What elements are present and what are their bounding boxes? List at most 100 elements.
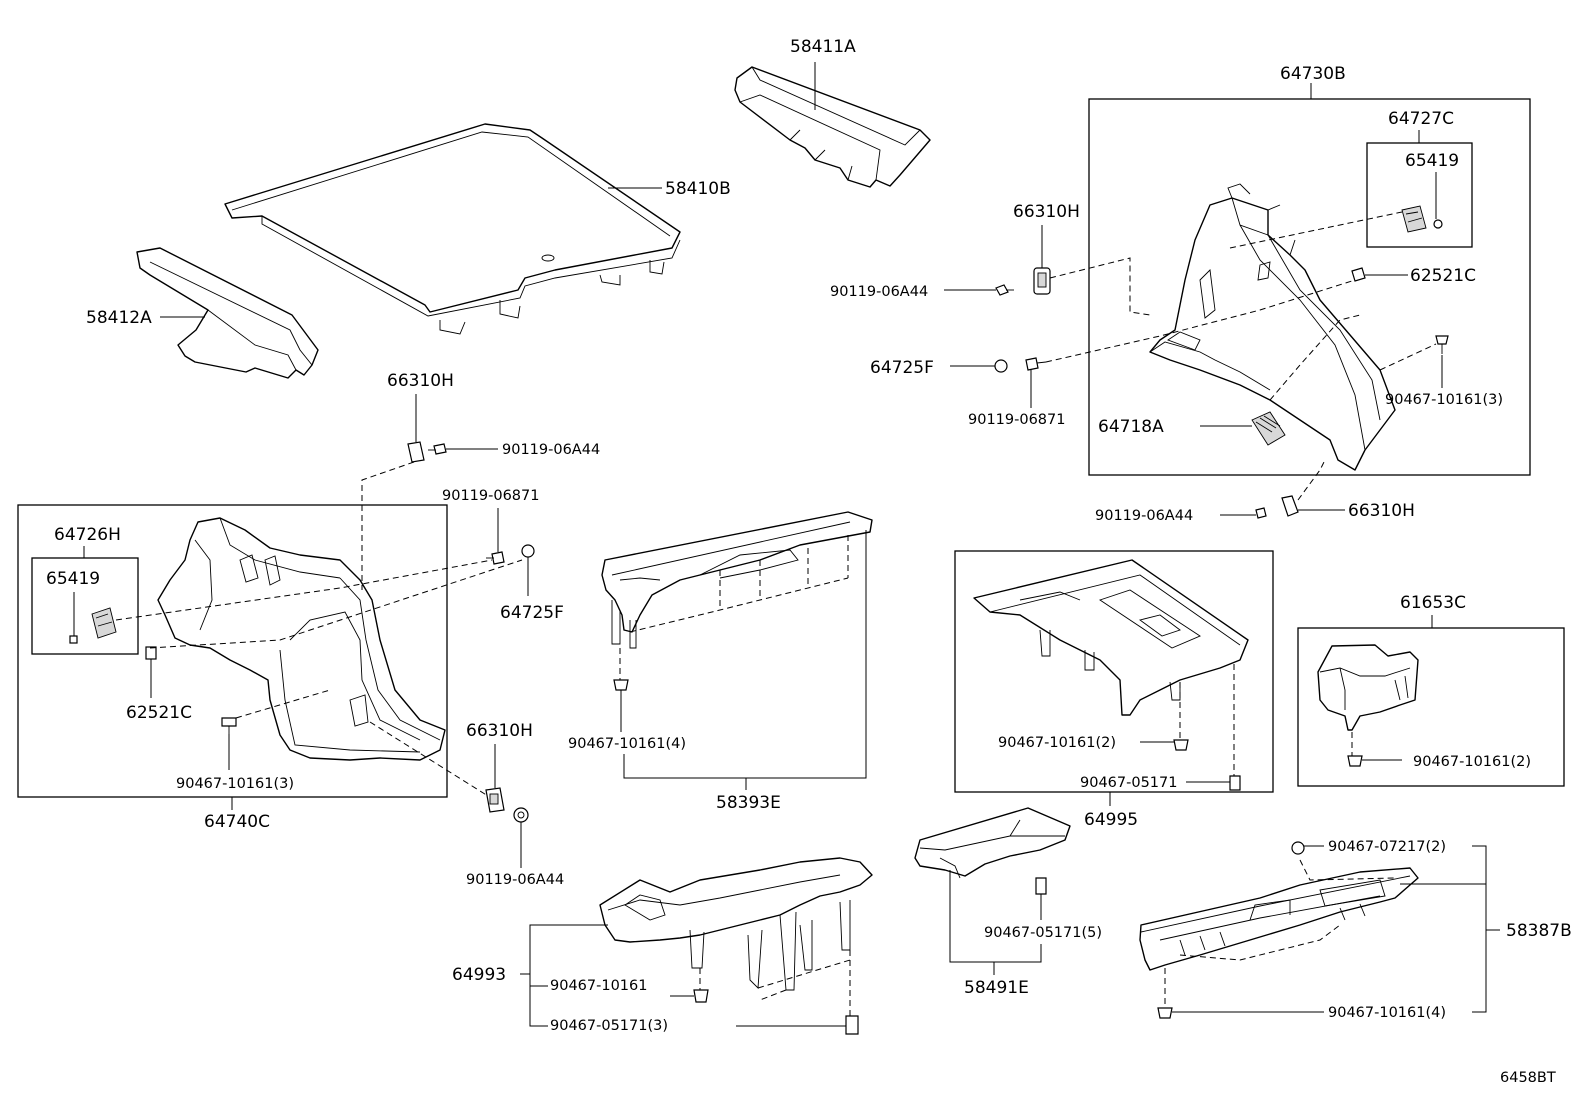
part-62521C-right — [1351, 267, 1408, 282]
label-65419-right: 65419 — [1405, 151, 1459, 171]
part-61653C — [1317, 615, 1433, 731]
label-58410B: 58410B — [665, 179, 731, 199]
part-clip-90467-07217-2 — [1291, 841, 1324, 855]
dash-right-6 — [1269, 314, 1361, 401]
part-58491E — [914, 807, 1071, 879]
part-66310H-left — [407, 394, 425, 463]
part-clip-90467-05171-mid — [1186, 775, 1241, 791]
label-90467-10161-4-bottom: 90467-10161(4) — [1328, 1005, 1446, 1021]
label-66310H-right2: 66310H — [1348, 501, 1415, 521]
part-62521C-left — [145, 646, 157, 698]
diagram-id: 6458BT — [1500, 1070, 1556, 1086]
label-61653C: 61653C — [1400, 593, 1466, 613]
group-box-61653C — [1297, 627, 1565, 787]
part-58412A — [136, 247, 319, 379]
label-58387B: 58387B — [1506, 921, 1572, 941]
part-66310H-top — [1033, 225, 1051, 295]
label-90467-10161-3-left: 90467-10161(3) — [176, 776, 294, 792]
label-66310H-top: 66310H — [1013, 202, 1080, 222]
bracket-58491E — [949, 870, 1042, 963]
dash-left-1 — [361, 461, 415, 590]
part-clip-90467-10161-3-right — [1435, 335, 1449, 388]
group-box-64726H — [31, 557, 139, 655]
label-90119-06A44-left: 90119-06A44 — [502, 442, 600, 458]
dash-left-4 — [235, 689, 331, 719]
part-64730B-trim — [1149, 183, 1396, 471]
label-58412A: 58412A — [86, 308, 152, 328]
part-58393E — [601, 511, 873, 680]
label-64995: 64995 — [1084, 810, 1138, 830]
label-90467-10161-2-right: 90467-10161(2) — [1413, 754, 1531, 770]
dash-right-2 — [1045, 279, 1356, 363]
bracket-58393E — [623, 530, 867, 779]
dash-right-1 — [1049, 257, 1151, 316]
part-clip-90467-10161-3-left — [221, 717, 237, 770]
group-box-64995 — [954, 550, 1274, 793]
label-66310H-mid: 66310H — [466, 721, 533, 741]
label-64718A: 64718A — [1098, 417, 1164, 437]
label-90467-05171-5: 90467-05171(5) — [984, 925, 1102, 941]
dash-right-4 — [1379, 343, 1437, 371]
label-90467-10161-3-right: 90467-10161(3) — [1385, 392, 1503, 408]
label-90119-06A44-right2: 90119-06A44 — [1095, 508, 1193, 524]
label-65419-left: 65419 — [46, 569, 100, 589]
label-58393E: 58393E — [716, 793, 781, 813]
label-62521C-left: 62521C — [126, 703, 192, 723]
label-64740C: 64740C — [204, 812, 270, 832]
part-64718A — [1200, 411, 1286, 446]
label-58491E: 58491E — [964, 978, 1029, 998]
part-66310H-mid — [485, 744, 505, 813]
group-box-64730B — [1088, 98, 1531, 476]
part-bolt-90119-06A44-top — [944, 284, 1014, 296]
label-64730B: 64730B — [1280, 64, 1346, 84]
part-bolt-90119-06A44-mid — [513, 807, 529, 868]
label-90119-06871-left: 90119-06871 — [442, 488, 540, 504]
label-62521C-right: 62521C — [1410, 266, 1476, 286]
label-90467-07217-2: 90467-07217(2) — [1328, 839, 1446, 855]
part-clip-90467-10161-bottom — [670, 989, 709, 1003]
dash-left-2 — [115, 559, 493, 621]
label-64727C: 64727C — [1388, 109, 1454, 129]
label-90467-10161-2-mid: 90467-10161(2) — [998, 735, 1116, 751]
part-clip-90467-10161-2-right — [1347, 732, 1402, 767]
part-clip-90467-10161-2-mid — [1140, 739, 1189, 751]
part-65419-right — [1401, 130, 1443, 233]
part-64995 — [973, 559, 1249, 776]
part-clip-90467-05171-5 — [1035, 877, 1047, 920]
part-bolt-90119-06A44-left — [428, 443, 498, 455]
dash-right-5 — [1297, 459, 1326, 501]
part-bolt-90119-06A44-right2 — [1220, 507, 1267, 519]
part-clip-90467-10161-4-bottom — [1157, 1007, 1324, 1019]
label-90467-05171-mid: 90467-05171 — [1080, 775, 1178, 791]
part-64993 — [599, 857, 873, 1020]
part-clip-90467-05171-3 — [736, 1015, 859, 1035]
label-90119-06871-right: 90119-06871 — [968, 412, 1066, 428]
part-clip-90467-10161-4-mid — [613, 679, 629, 732]
part-64725F-left — [521, 544, 535, 596]
dash-left-5 — [369, 721, 489, 797]
label-64725F-right: 64725F — [870, 358, 934, 378]
bracket-58387B — [1400, 845, 1500, 1013]
part-58410B — [224, 123, 681, 335]
part-58411A — [734, 62, 931, 188]
label-90467-10161-4-mid: 90467-10161(4) — [568, 736, 686, 752]
label-90467-05171-3: 90467-05171(3) — [550, 1018, 668, 1034]
part-bolt-90119-06871-right — [1025, 357, 1047, 408]
dash-left-3 — [149, 559, 523, 649]
part-64725F-right — [950, 359, 1008, 373]
label-66310H-left: 66310H — [387, 371, 454, 391]
label-64993: 64993 — [452, 965, 506, 985]
label-90119-06A44-mid: 90119-06A44 — [466, 872, 564, 888]
part-64740C-trim — [157, 517, 446, 761]
label-90119-06A44-top: 90119-06A44 — [830, 284, 928, 300]
part-65419-left — [69, 592, 117, 644]
label-90467-10161-bottom: 90467-10161 — [550, 978, 648, 994]
bracket-64993 — [520, 924, 608, 1027]
label-64726H: 64726H — [54, 525, 121, 545]
label-58411A: 58411A — [790, 37, 856, 57]
part-58387B — [1139, 859, 1419, 1005]
part-bolt-90119-06871-left — [486, 508, 505, 565]
part-66310H-right2 — [1281, 495, 1345, 517]
label-64725F-left: 64725F — [500, 603, 564, 623]
